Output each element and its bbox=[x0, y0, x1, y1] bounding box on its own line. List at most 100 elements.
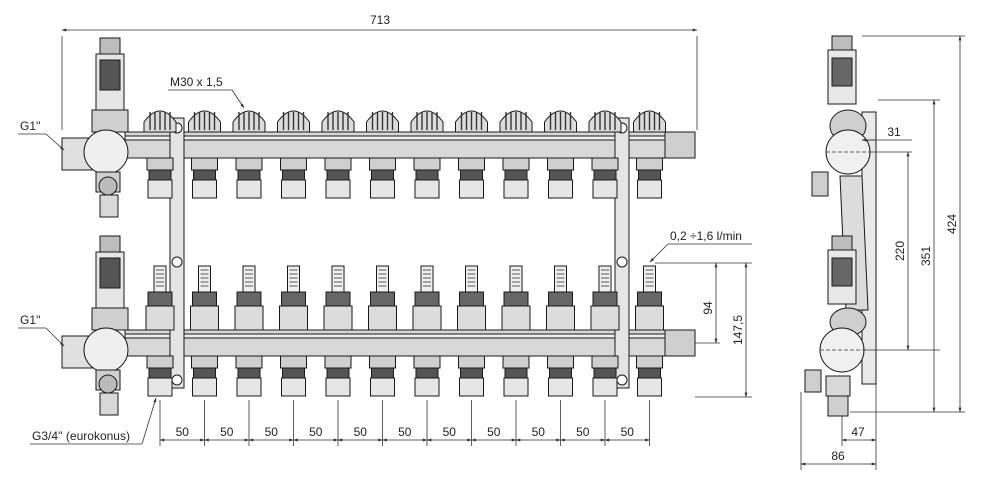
top-outlet bbox=[414, 179, 440, 199]
top-outlet bbox=[325, 179, 351, 199]
top-valve-body bbox=[413, 157, 441, 171]
top-valve-nut bbox=[237, 169, 261, 181]
bottom-valve-nut bbox=[326, 367, 350, 379]
flow-meter-body bbox=[546, 305, 575, 331]
top-valve-body bbox=[324, 157, 352, 171]
top-valve-nut bbox=[638, 169, 661, 181]
top-valve-body bbox=[146, 157, 174, 171]
bottom-valve-body bbox=[369, 355, 396, 369]
top-outlet bbox=[459, 179, 484, 199]
top-outlet bbox=[236, 179, 262, 199]
flow-meter-body bbox=[590, 305, 620, 331]
spacing-label: 50 bbox=[354, 425, 368, 439]
flow-meter-nut bbox=[147, 291, 173, 307]
top-outlet bbox=[503, 179, 529, 199]
flow-meter-nut bbox=[637, 291, 662, 307]
bottom-outlet bbox=[192, 377, 217, 397]
side-220-label: 220 bbox=[893, 241, 907, 261]
top-valve-nut bbox=[593, 169, 617, 181]
inlet-top-label: G1'' bbox=[20, 119, 41, 133]
spacing-label: 50 bbox=[176, 425, 190, 439]
bottom-valve-nut bbox=[148, 367, 172, 379]
top-outlet bbox=[592, 179, 618, 199]
bottom-valve-body bbox=[280, 355, 307, 369]
top-outlet bbox=[548, 179, 573, 199]
flow-meter-nut bbox=[414, 291, 440, 307]
bottom-outlet bbox=[459, 377, 484, 397]
spacing-label: 50 bbox=[265, 425, 279, 439]
bottom-outlet bbox=[325, 377, 351, 397]
top-valve-nut bbox=[549, 169, 572, 181]
flow-meter-body bbox=[368, 305, 397, 331]
spacing-label: 50 bbox=[443, 425, 457, 439]
bottom-valve-body bbox=[547, 355, 574, 369]
spacing-label: 50 bbox=[220, 425, 234, 439]
inlet-bottom-label: G1'' bbox=[20, 313, 41, 327]
flow-meter-nut bbox=[281, 291, 306, 307]
top-valve-nut bbox=[282, 169, 305, 181]
spacing-label: 50 bbox=[532, 425, 546, 439]
flow-meter-body bbox=[145, 305, 175, 331]
side-351-label: 351 bbox=[919, 246, 933, 266]
top-valve-body bbox=[280, 157, 307, 171]
bottom-outlet bbox=[592, 377, 618, 397]
bottom-outlet bbox=[503, 377, 529, 397]
top-valve-body bbox=[369, 157, 396, 171]
bottom-outlet bbox=[548, 377, 573, 397]
top-outlet bbox=[192, 179, 217, 199]
top-valve-nut bbox=[460, 169, 483, 181]
top-inlet-assembly bbox=[61, 37, 129, 218]
top-valve-nut bbox=[415, 169, 439, 181]
bottom-valve-body bbox=[458, 355, 485, 369]
bottom-valve-body bbox=[191, 355, 218, 369]
top-valve-body bbox=[191, 157, 218, 171]
flow-meter-nut bbox=[503, 291, 529, 307]
bottom-valve-nut bbox=[193, 367, 216, 379]
flow-meter-body bbox=[412, 305, 442, 331]
flow-meter-body bbox=[190, 305, 219, 331]
top-outlet bbox=[281, 179, 306, 199]
bottom-outlet bbox=[370, 377, 395, 397]
bottom-valve-body bbox=[413, 355, 441, 369]
bottom-valve-nut bbox=[504, 367, 528, 379]
bottom-valve-nut bbox=[282, 367, 305, 379]
bottom-valve-nut bbox=[371, 367, 394, 379]
top-outlet bbox=[637, 179, 662, 199]
flow-meter-body bbox=[501, 305, 531, 331]
bottom-valve-nut bbox=[237, 367, 261, 379]
bottom-valve-body bbox=[591, 355, 619, 369]
flow-meter-nut bbox=[592, 291, 618, 307]
dim-94-label: 94 bbox=[701, 301, 715, 315]
side-424-label: 424 bbox=[945, 214, 959, 234]
top-valve-body bbox=[502, 157, 530, 171]
flow-meter-body bbox=[457, 305, 486, 331]
bottom-valve-body bbox=[636, 355, 663, 369]
bottom-outlet bbox=[281, 377, 306, 397]
top-valve-nut bbox=[148, 169, 172, 181]
flow-meter-nut bbox=[325, 291, 351, 307]
flow-meter-nut bbox=[370, 291, 395, 307]
flow-meter-nut bbox=[459, 291, 484, 307]
flow-range-label: 0,2 ÷1,6 l/min bbox=[670, 229, 742, 243]
bottom-outlet bbox=[147, 377, 173, 397]
flow-meter-nut bbox=[192, 291, 217, 307]
overall-width-label: 713 bbox=[370, 13, 390, 27]
flow-meter-body bbox=[635, 305, 664, 331]
spacing-label: 50 bbox=[576, 425, 590, 439]
thread-label: M30 x 1,5 bbox=[170, 75, 223, 89]
top-valve-body bbox=[591, 157, 619, 171]
bottom-valve-body bbox=[235, 355, 263, 369]
bottom-valve-body bbox=[324, 355, 352, 369]
bottom-inlet-assembly bbox=[61, 235, 129, 416]
top-valve-body bbox=[547, 157, 574, 171]
bottom-outlet bbox=[637, 377, 662, 397]
bottom-valve-nut bbox=[549, 367, 572, 379]
spacing-label: 50 bbox=[309, 425, 323, 439]
top-valve-body bbox=[235, 157, 263, 171]
bottom-valve-nut bbox=[460, 367, 483, 379]
circuit-group bbox=[143, 110, 666, 397]
side-view bbox=[804, 35, 877, 417]
side-47-label: 47 bbox=[851, 425, 865, 439]
